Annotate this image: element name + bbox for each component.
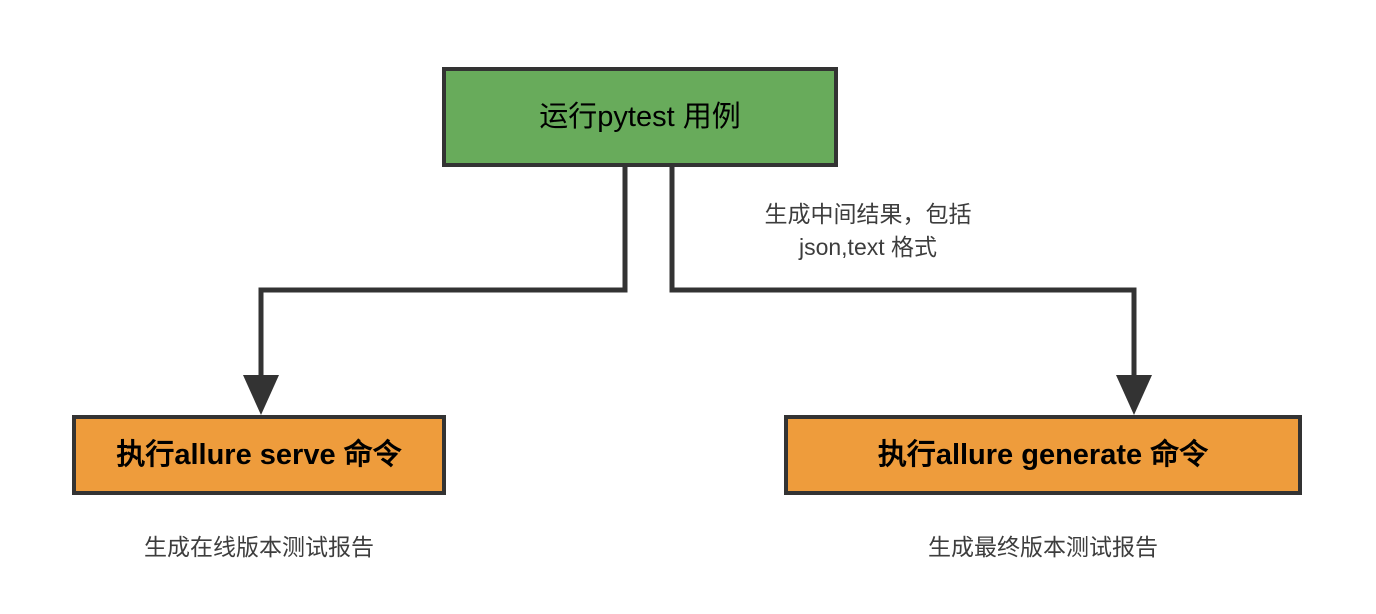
node-allure-generate[interactable]: 执行allure generate 命令: [784, 415, 1302, 495]
node-allure-serve-label: 执行allure serve 命令: [116, 438, 402, 471]
edge-label-intermediate-result-line2: json,text 格式: [798, 233, 938, 260]
arrowhead-allure-generate: [1116, 375, 1152, 415]
edge-label-intermediate-result: 生成中间结果，包括 json,text 格式: [688, 198, 1048, 263]
node-run-pytest[interactable]: 运行pytest 用例: [442, 67, 838, 167]
edge-label-intermediate-result-line1: 生成中间结果，包括: [764, 201, 972, 227]
edge-to-allure-generate: [669, 167, 1137, 392]
caption-final-report: 生成最终版本测试报告: [928, 534, 1158, 560]
edge-to-allure-serve: [258, 167, 628, 392]
caption-online-report: 生成在线版本测试报告: [144, 534, 374, 560]
node-allure-serve[interactable]: 执行allure serve 命令: [72, 415, 446, 495]
node-allure-generate-label: 执行allure generate 命令: [877, 438, 1209, 471]
arrowhead-allure-serve: [243, 375, 279, 415]
node-run-pytest-label: 运行pytest 用例: [539, 100, 741, 133]
